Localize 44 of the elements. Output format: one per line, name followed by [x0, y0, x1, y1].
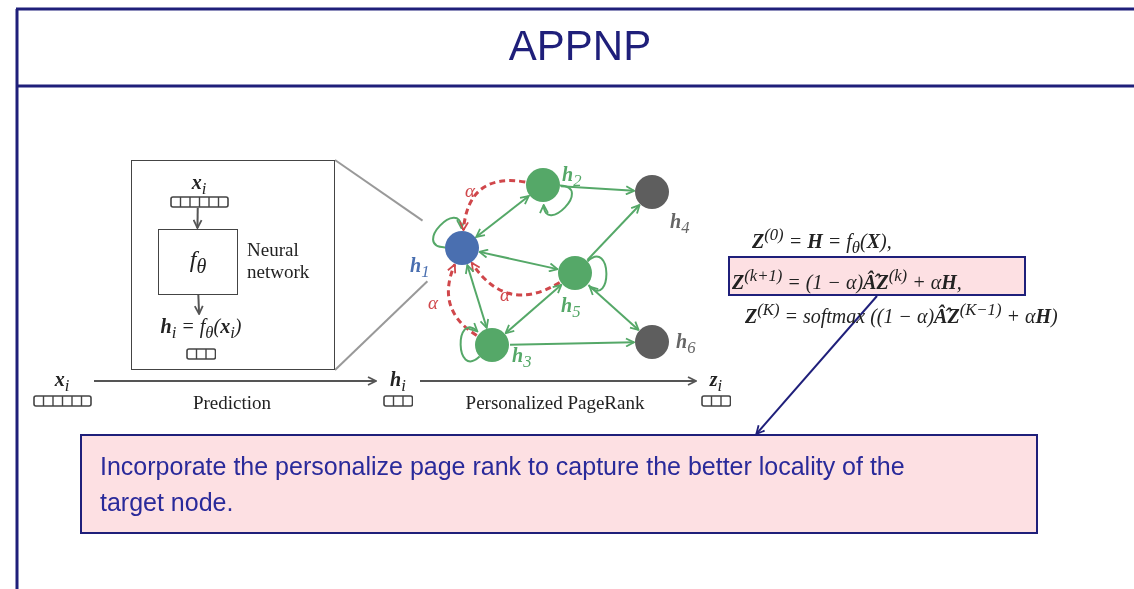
arrow — [540, 184, 573, 217]
arrow — [459, 322, 481, 363]
arrow — [193, 293, 204, 315]
callout-box — [80, 434, 1038, 534]
arrow — [459, 179, 526, 231]
inset-panel — [131, 160, 335, 370]
arrow — [478, 248, 559, 273]
node-label: h$_{4}$ — [670, 210, 690, 239]
callout-text: Incorporate the personalize page rank to capture the better locality of the target node. — [100, 451, 906, 518]
arrow — [464, 264, 490, 329]
slide-title: APPNP — [507, 21, 653, 71]
math-label: z$_{i}$ — [708, 368, 724, 397]
text-label: Neural network — [247, 239, 311, 283]
zoom-line — [334, 280, 429, 371]
arrow — [509, 337, 635, 348]
math-label: x$_{i}$ — [53, 368, 71, 397]
arrow — [586, 204, 641, 261]
math-label: h$_{i}$ = f$_{θ}$(x$_{i}$) — [159, 315, 243, 344]
edge-label: α — [465, 180, 475, 202]
arrow — [755, 295, 878, 435]
node-label: h$_{3}$ — [512, 344, 532, 373]
formula: Z$^{(0)}$ = H = f$_{θ}$(X), — [752, 224, 892, 259]
arrow — [419, 376, 697, 386]
node-label: h$_{1}$ — [410, 254, 430, 283]
math-label: h$_{i}$ — [389, 368, 407, 397]
arrow — [470, 262, 561, 297]
arrow — [446, 263, 478, 337]
math-label: x$_{i}$ — [190, 171, 208, 200]
formula: Z$^{(k+1)}$ = (1 − α)Â̂Z$^{(k)}$ + αH, — [732, 265, 962, 294]
function-label: f$_{θ}$ — [189, 246, 207, 278]
arrow — [432, 216, 465, 249]
node-label: h$_{2}$ — [562, 163, 582, 192]
arrow — [475, 195, 530, 238]
zoom-line — [334, 159, 424, 222]
edge-label: α — [428, 292, 438, 314]
arrow — [93, 376, 377, 386]
arrow — [587, 284, 640, 331]
arrow — [504, 283, 563, 335]
arrow — [192, 207, 203, 229]
node-label: h$_{5}$ — [561, 294, 581, 323]
arrow — [559, 185, 636, 196]
node-label: h$_{6}$ — [676, 330, 696, 359]
highlight-box — [728, 256, 1026, 296]
arrow — [586, 255, 608, 296]
